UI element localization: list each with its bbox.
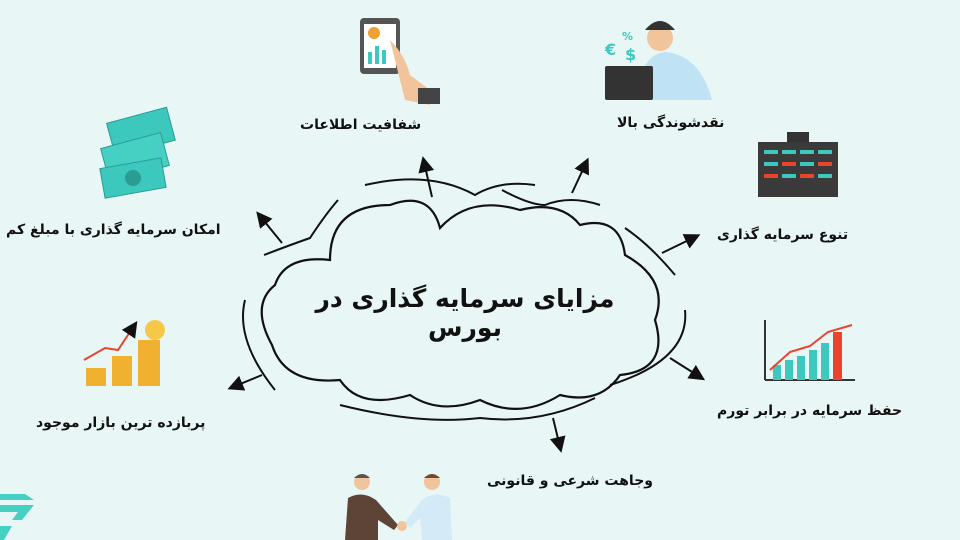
banknotes-icon [99, 106, 176, 199]
arrow-transparency [418, 156, 435, 198]
person-laptop-currency-icon: € % $ [604, 21, 712, 100]
bar-chart-growth-icon [764, 320, 855, 381]
arrow-legal [549, 417, 566, 453]
arrow-low-amount [256, 211, 283, 244]
arrows [227, 156, 706, 453]
coin-stacks-growth-icon [83, 320, 165, 386]
svg-text:%: % [622, 30, 633, 43]
benefit-label-diversity: تنوع سرمایه گذاری [717, 227, 849, 243]
benefit-label-liquidity: نقدشوندگی بالا [617, 115, 725, 131]
arrow-diversity [661, 234, 701, 254]
diagram-title: مزایای سرمایه گذاری در بورس [315, 284, 615, 342]
benefit-label-legal: وجاهت شرعی و قانونی [487, 473, 653, 489]
logo [0, 494, 34, 540]
cloud-shape [260, 199, 660, 410]
tablet-chart-icon [360, 18, 440, 105]
arrow-inflation [669, 357, 706, 381]
benefit-label-low-amount: امکان سرمایه گذاری با مبلغ کم [6, 222, 221, 238]
arrow-liquidity [571, 157, 590, 194]
cloud-outer-arcs [242, 178, 687, 421]
stock-board-icon [758, 132, 838, 197]
svg-text:$: $ [625, 45, 636, 64]
benefit-label-high-return: پربازده ترین بازار موجود [36, 415, 206, 431]
arrow-high-return [227, 374, 263, 391]
benefit-label-inflation: حفظ سرمایه در برابر تورم [717, 403, 903, 419]
svg-text:€: € [604, 40, 616, 59]
benefit-label-transparency: شفافیت اطلاعات [300, 117, 422, 133]
handshake-icon [345, 474, 452, 540]
